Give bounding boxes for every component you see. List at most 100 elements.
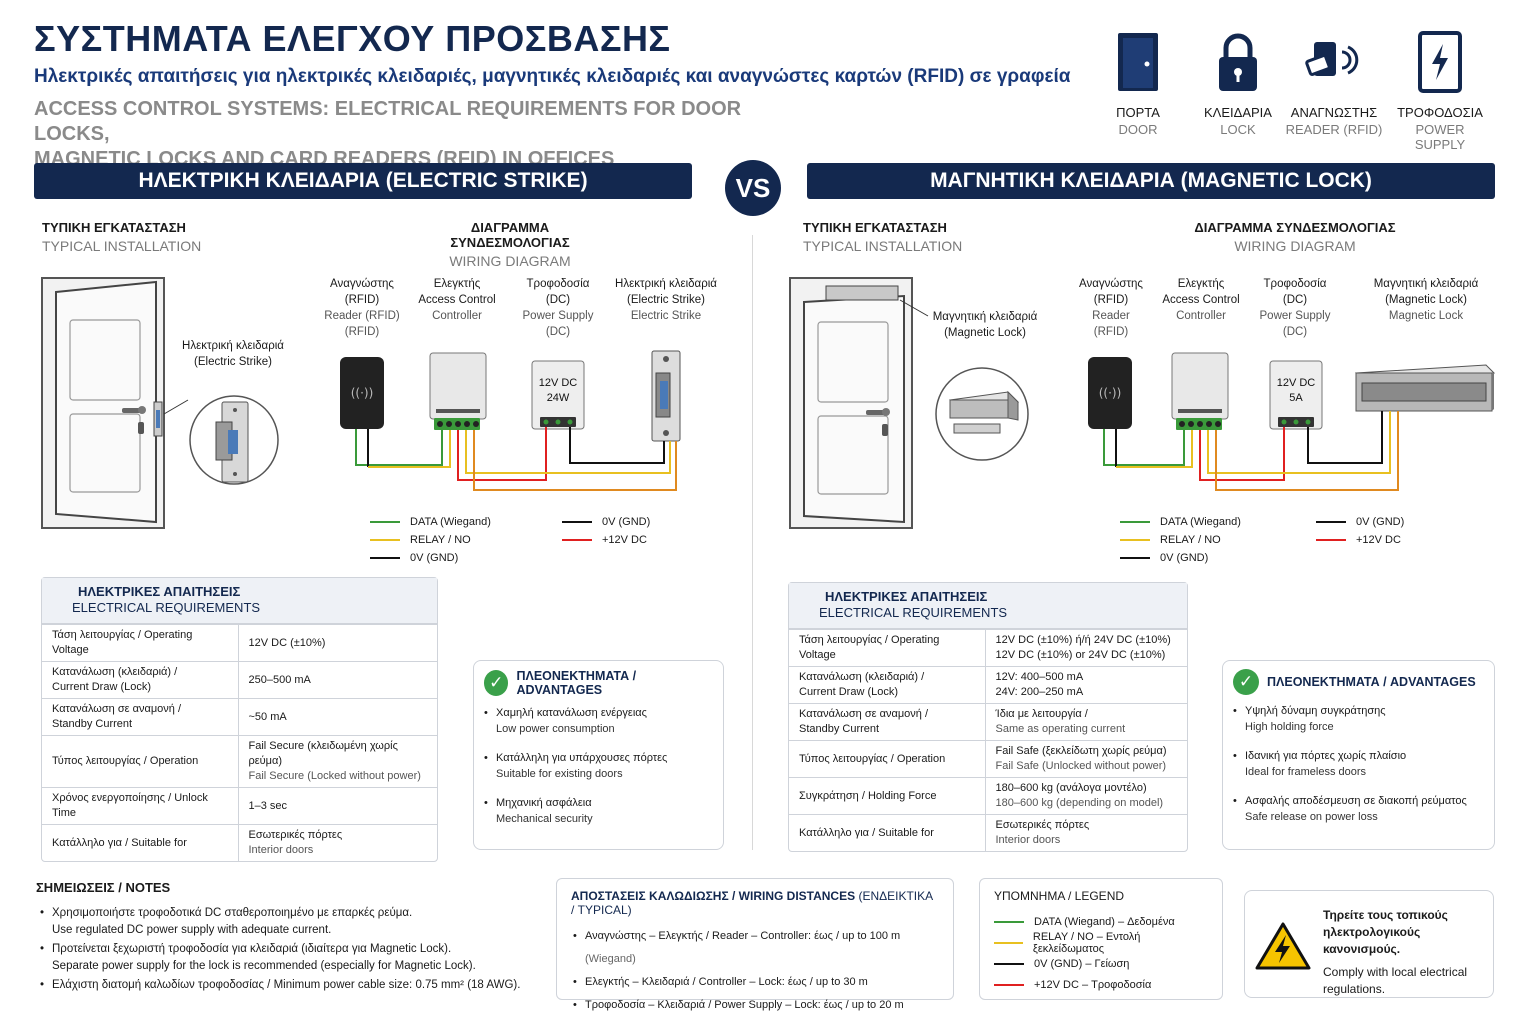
requirements-title-gr: ΗΛΕΚΤΡΙΚΕΣ ΑΠΑΙΤΗΣΕΙΣ	[825, 589, 988, 604]
note-gr: Χρησιμοποιήστε τροφοδοτικά DC σταθεροποι…	[52, 907, 413, 919]
note-en: Separate power supply for the lock is re…	[52, 960, 476, 972]
top-icon-reader: ΑΝΑΓΝΩΣΤΗΣ READER (RFID)	[1284, 30, 1384, 137]
left-component-controller-label: Ελεγκτής Access Control Controller	[402, 276, 512, 324]
wiring-heading-en: WIRING DIAGRAM	[1234, 238, 1356, 254]
install-label-line-2: (Magnetic Lock)	[944, 327, 1026, 339]
value-line-1: ~50 mA	[248, 710, 287, 723]
item-gr: Χαμηλή κατανάλωση ενέργειας	[496, 707, 647, 719]
key-line-1: Κατανάλωση σε αναμονή /	[799, 708, 929, 720]
distances-title-a: ΑΠΟΣΤΑΣΕΙΣ ΚΑΛΩΔΙΩΣΗΣ / WIRING DISTANCES	[571, 889, 856, 903]
table-key: Κατανάλωση σε αναμονή /Standby Current	[789, 703, 986, 741]
component-line-1: Μαγνητική κλειδαριά	[1373, 278, 1479, 290]
requirements-header: ΗΛΕΚΤΡΙΚΕΣ ΑΠΑΙΤΗΣΕΙΣ ELECTRICAL REQUIRE…	[42, 578, 437, 624]
right-wire-legend: DATA (Wiegand) RELAY / NO 0V (GND)	[1120, 513, 1241, 567]
left-component-psu-label: Τροφοδοσία (DC) Power Supply (DC)	[503, 276, 613, 340]
left-wire-legend-2: 0V (GND) +12V DC	[562, 513, 650, 549]
legend-relay: RELAY / NO	[370, 531, 491, 549]
left-component-reader-label: Αναγνώστης (RFID) Reader (RFID) (RFID)	[307, 276, 417, 340]
key-line-1: Τάση λειτουργίας / Operating Voltage	[799, 634, 940, 661]
left-install-heading: ΤΥΠΙΚΗ ΕΓΚΑΤΑΣΤΑΣΗ TYPICAL INSTALLATION	[42, 220, 201, 254]
value-line-1: 12V: 400–500 mA	[995, 671, 1084, 683]
value-line-2: 180–600 kg (depending on model)	[995, 797, 1164, 809]
item-gr: Μηχανική ασφάλεια	[496, 797, 592, 809]
top-icon-label-gr: ΑΝΑΓΝΩΣΤΗΣ	[1290, 105, 1378, 120]
key-line-1: Τύπος λειτουργίας / Operation	[799, 752, 946, 765]
legend-gnd: 0V (GND)	[370, 549, 491, 567]
table-row: Κατάλληλο για / Suitable for Εσωτερικές …	[42, 824, 437, 861]
svg-text:((·)): ((·))	[351, 386, 374, 400]
component-line-4: (DC)	[545, 326, 571, 338]
component-line-2: (Magnetic Lock)	[1385, 294, 1467, 306]
page-title-english: ACCESS CONTROL SYSTEMS: ELECTRICAL REQUI…	[34, 97, 754, 172]
component-line-3: Controller	[432, 310, 482, 322]
legend-text: +12V DC	[1356, 534, 1401, 546]
table-key: Τάση λειτουργίας / Operating Voltage	[789, 629, 986, 667]
component-line-2: (RFID)	[1093, 294, 1129, 306]
table-row: Τάση λειτουργίας / Operating Voltage 12V…	[42, 624, 437, 662]
legend-gnd: 0V (GND)	[562, 513, 650, 531]
value-line-1: Εσωτερικές πόρτες	[248, 829, 343, 841]
value-line-1: Fail Safe (ξεκλείδωτη χωρίς ρεύμα)	[995, 745, 1167, 757]
warning-text: Τηρείτε τους τοπικούς ηλεκτρολογικούς κα…	[1323, 907, 1491, 998]
list-item: Ασφαλής αποδέσμευση σε διακοπή ρεύματοςS…	[1233, 793, 1494, 825]
install-label-line-1: Ηλεκτρική κλειδαριά	[182, 340, 284, 352]
component-line-3: Power Supply	[1259, 310, 1331, 322]
value-line-2: Interior doors	[995, 834, 1061, 846]
install-heading-gr: ΤΥΠΙΚΗ ΕΓΚΑΤΑΣΤΑΣΗ	[42, 220, 186, 235]
table-key: Κατανάλωση (κλειδαριά) /Current Draw (Lo…	[42, 661, 239, 699]
component-line-1: Τροφοδοσία	[1263, 278, 1327, 290]
distances-title: ΑΠΟΣΤΑΣΕΙΣ ΚΑΛΩΔΙΩΣΗΣ / WIRING DISTANCES…	[571, 889, 939, 917]
value-line-2: Interior doors	[248, 844, 314, 856]
svg-text:24W: 24W	[547, 392, 570, 404]
value-line-2: Fail Secure (Locked without power)	[248, 770, 421, 782]
component-line-3: Power Supply	[522, 310, 594, 322]
list-item: Ελεγκτής – Κλειδαριά / Controller – Lock…	[573, 971, 939, 994]
notes-section: ΣΗΜΕΙΩΣΕΙΣ / NOTES Χρησιμοποιήστε τροφοδ…	[36, 880, 536, 994]
table-key: Τύπος λειτουργίας / Operation	[42, 735, 239, 788]
top-icon-label-en: READER (RFID)	[1285, 122, 1383, 137]
install-heading-en: TYPICAL INSTALLATION	[803, 238, 963, 254]
right-component-maglock-label: Μαγνητική κλειδαριά (Magnetic Lock) Magn…	[1366, 276, 1486, 324]
table-value: 12V DC (±10%) ή/ή 24V DC (±10%)12V DC (±…	[985, 629, 1187, 667]
component-line-1: Τροφοδοσία	[526, 278, 590, 290]
component-line-3: Reader (RFID)	[324, 310, 400, 322]
item-en: Safe release on power loss	[1245, 811, 1378, 823]
table-row: Κατάλληλο για / Suitable for Εσωτερικές …	[789, 814, 1187, 851]
wiring-heading-gr: ΔΙΑΓΡΑΜΜΑ ΣΥΝΔΕΣΜΟΛΟΓΙΑΣ	[1194, 220, 1396, 235]
component-line-2: (Electric Strike)	[627, 294, 705, 306]
notes-title: ΣΗΜΕΙΩΣΕΙΣ / NOTES	[36, 880, 171, 895]
top-icon-label-gr: ΠΟΡΤΑ	[1116, 105, 1160, 120]
value-line-1: Fail Secure (κλειδωμένη χωρίς ρεύμα)	[248, 740, 398, 767]
value-line-1: Ίδια με λειτουργία /	[995, 708, 1088, 720]
component-line-4: (DC)	[1282, 326, 1308, 338]
vs-badge: VS	[725, 160, 781, 216]
component-line-2: (RFID)	[344, 294, 380, 306]
legend-swatch	[994, 941, 1023, 944]
item-en: High holding force	[1245, 721, 1334, 733]
requirements-title-en: ELECTRICAL REQUIREMENTS	[819, 605, 1008, 620]
item-en: Mechanical security	[496, 813, 593, 825]
distances-list: Αναγνώστης – Ελεγκτής / Reader – Control…	[571, 925, 939, 1017]
table-value: 12V DC (±10%)	[238, 624, 437, 662]
item-gr: Ασφαλής αποδέσμευση σε διακοπή ρεύματος	[1245, 795, 1467, 807]
legend-title: ΥΠΟΜΝΗΜΑ / LEGEND	[994, 889, 1125, 903]
legend-swatch	[994, 920, 1024, 923]
check-icon: ✓	[1233, 669, 1259, 695]
notes-list: Χρησιμοποιήστε τροφοδοτικά DC σταθεροποι…	[36, 905, 536, 994]
install-heading-en: TYPICAL INSTALLATION	[42, 238, 202, 254]
right-door-illustration	[789, 277, 1029, 529]
value-line-1: 12V DC (±10%)	[248, 636, 326, 649]
legend-text: DATA (Wiegand)	[410, 516, 491, 528]
value-line-1: 180–600 kg (ανάλογα μοντέλο)	[995, 782, 1147, 794]
table-row: Συγκράτηση / Holding Force 180–600 kg (α…	[789, 777, 1187, 815]
svg-text:12V DC: 12V DC	[539, 377, 578, 389]
warning-en-1: Comply with local electrical	[1323, 965, 1468, 979]
table-key: Τύπος λειτουργίας / Operation	[789, 740, 986, 778]
table-value: Ίδια με λειτουργία /Same as operating cu…	[985, 703, 1187, 741]
right-component-psu-label: Τροφοδοσία (DC) Power Supply (DC)	[1240, 276, 1350, 340]
distance-text: Αναγνώστης – Ελεγκτής / Reader – Control…	[585, 930, 901, 942]
